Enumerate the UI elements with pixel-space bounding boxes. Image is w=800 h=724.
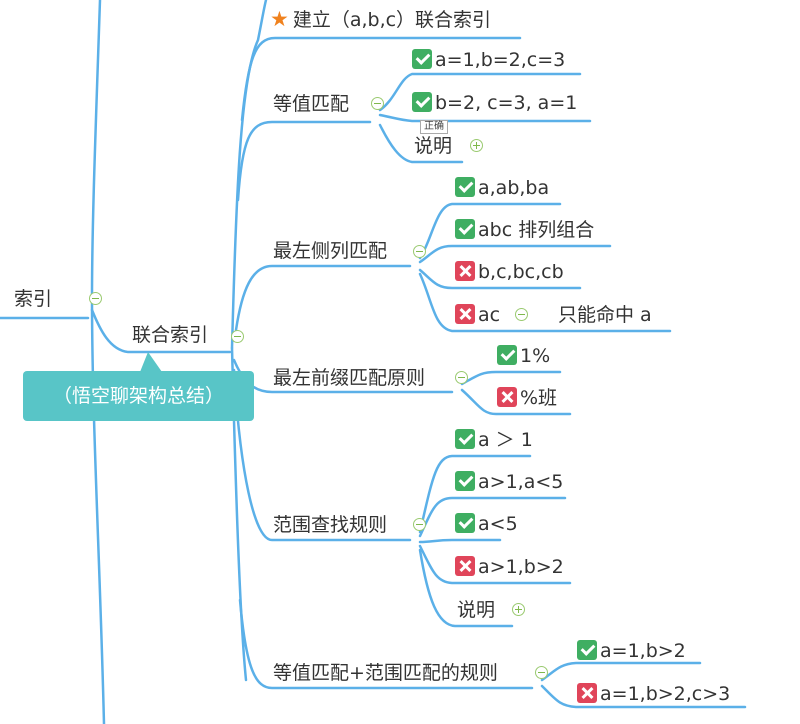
cross-icon [577,683,597,703]
cross-icon [497,387,517,407]
eqrange-item-1[interactable]: a=1,b>2 [577,639,686,663]
prefix-node-label[interactable]: 最左前缀匹配原则 [273,367,426,389]
build-node[interactable]: ★建立（a,b,c）联合索引 [270,7,491,32]
prefix-item-1[interactable]: 1% [497,344,550,368]
cross-icon [455,556,475,576]
check-icon [412,92,432,112]
build-label: 建立（a,b,c）联合索引 [292,9,492,31]
range-collapse-icon[interactable] [413,518,426,531]
prefix-item-2[interactable]: %班 [497,386,557,410]
leftmost-node-label[interactable]: 最左侧列匹配 [273,240,388,262]
check-icon [455,513,475,533]
prefix-collapse-icon[interactable] [455,371,468,384]
check-icon [455,219,475,239]
range-item-4[interactable]: a>1,b>2 [455,555,564,579]
main-node-label[interactable]: 联合索引 [132,324,209,346]
eqrange-collapse-icon[interactable] [535,666,548,679]
leftmost-item-1[interactable]: a,ab,ba [455,176,549,200]
equal-item-1[interactable]: a=1,b=2,c=3 [412,48,565,72]
equal-node-label[interactable]: 等值匹配 [273,93,350,115]
root-collapse-icon[interactable] [89,292,102,305]
leftmost-item-4[interactable]: ac [455,303,500,327]
equal-note-expand-icon[interactable] [470,139,483,152]
eqrange-item-2[interactable]: a=1,b>2,c>3 [577,682,730,706]
ac-collapse-icon[interactable] [515,308,528,321]
correct-tag: 正确 [420,120,448,134]
star-icon: ★ [270,7,289,31]
leftmost-collapse-icon[interactable] [413,245,426,258]
range-note-label[interactable]: 说明 [457,599,496,621]
range-item-3[interactable]: a<5 [455,512,518,536]
range-note-expand-icon[interactable] [512,603,525,616]
check-icon [455,429,475,449]
check-icon [455,177,475,197]
cross-icon [455,261,475,281]
range-node-label[interactable]: 范围查找规则 [273,514,388,536]
leftmost-item-3[interactable]: b,c,bc,cb [455,260,564,284]
eqrange-node-label[interactable]: 等值匹配+范围匹配的规则 [273,662,498,684]
equal-collapse-icon[interactable] [371,97,384,110]
main-collapse-icon[interactable] [231,330,244,343]
cross-icon [455,304,475,324]
range-item-1[interactable]: a ＞ 1 [455,428,533,452]
equal-note-label[interactable]: 说明 [414,135,453,157]
callout-box[interactable]: （悟空聊架构总结） [23,371,254,421]
equal-item-2[interactable]: b=2, c=3, a=1 [412,91,577,115]
ac-note-label[interactable]: 只能命中 a [558,304,652,326]
leftmost-item-2[interactable]: abc 排列组合 [455,218,594,242]
check-icon [412,49,432,69]
check-icon [577,640,597,660]
range-item-2[interactable]: a>1,a<5 [455,470,563,494]
check-icon [497,345,517,365]
check-icon [455,471,475,491]
root-node-label[interactable]: 索引 [14,288,53,310]
callout-tail [140,352,162,372]
